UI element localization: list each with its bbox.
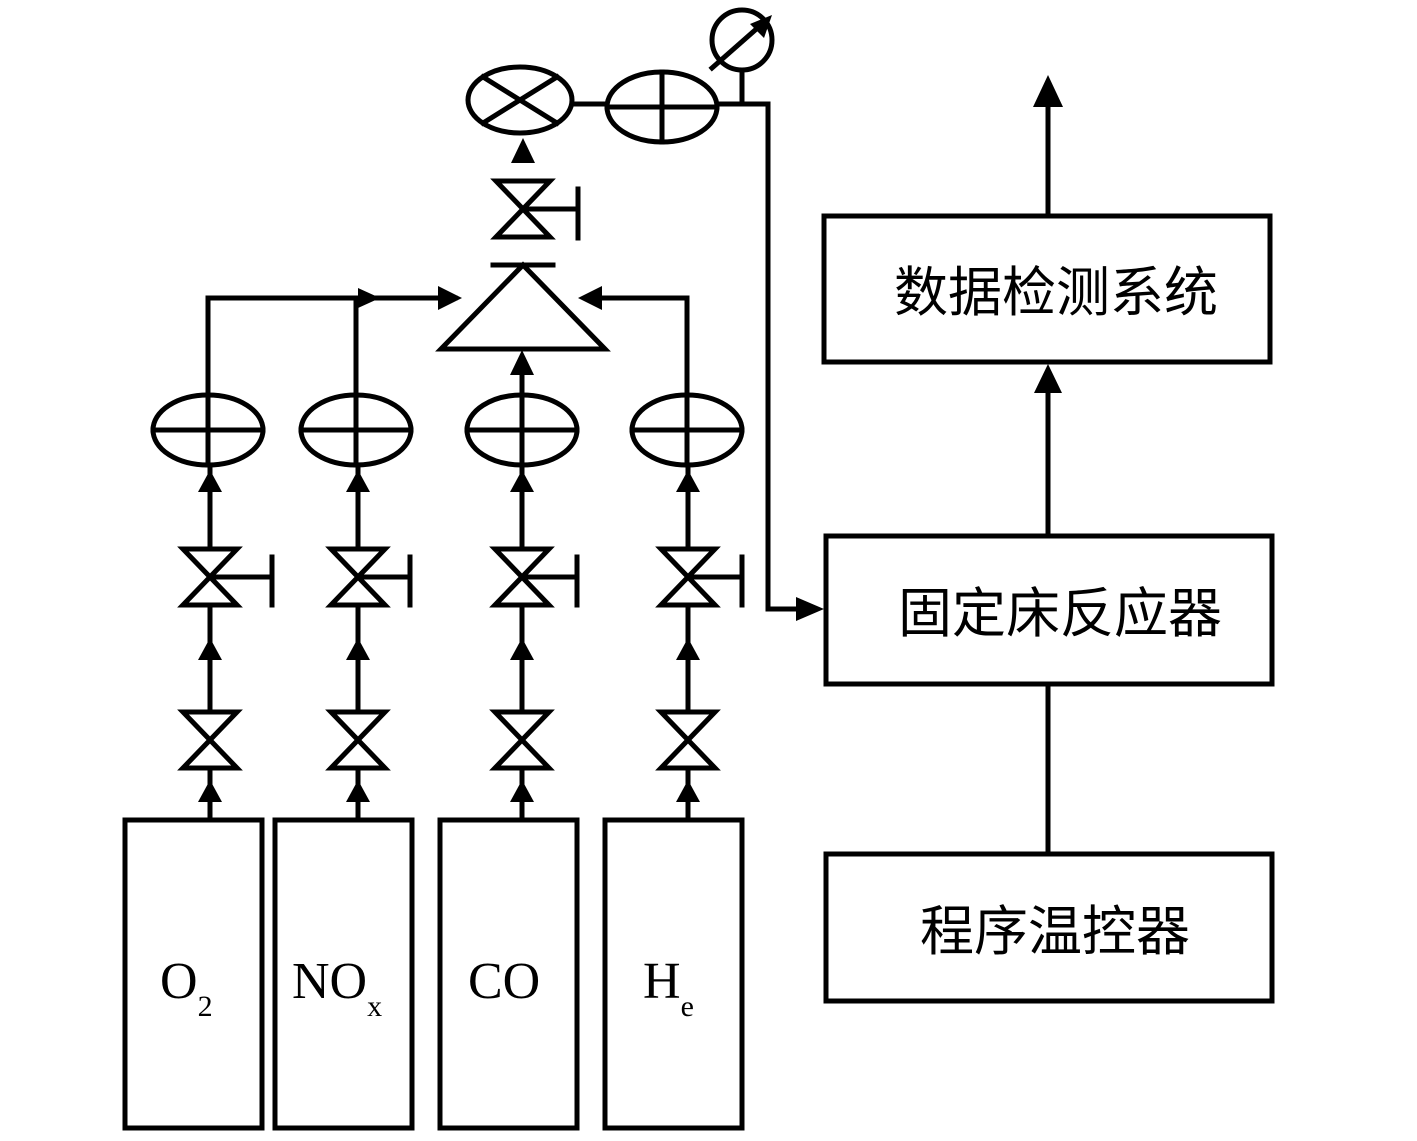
valve-icon — [495, 712, 549, 768]
flowmeter-icon — [632, 395, 742, 465]
detection-system-block: 数据检测系统 — [821, 213, 1273, 365]
flowmeters — [153, 395, 742, 465]
reactor-label: 固定床反应器 — [898, 582, 1222, 645]
mixer-outlet-valve — [496, 138, 581, 241]
valve-icon — [331, 712, 385, 768]
cylinder-co: CO — [437, 817, 580, 1131]
valve-icon — [183, 712, 237, 768]
flowmeter-icon — [301, 395, 411, 465]
cylinder-o2-label: O2 — [160, 953, 213, 1023]
cylinder-he-label: He — [643, 953, 694, 1023]
controller-label: 程序温控器 — [920, 900, 1190, 963]
needle-valves — [183, 549, 745, 608]
gas-lines — [207, 462, 691, 823]
flowmeter-icon — [607, 72, 717, 142]
cylinder-o2: O2 — [122, 817, 265, 1131]
lower-valves — [183, 712, 715, 768]
gas-mixer — [435, 261, 611, 352]
mixer-feed-arrows — [358, 286, 602, 375]
controller-block: 程序温控器 — [823, 851, 1275, 1004]
valve-icon — [661, 712, 715, 768]
right-connectors — [1033, 75, 1063, 857]
detection-system-label: 数据检测系统 — [894, 261, 1218, 324]
cylinder-he: He — [602, 817, 745, 1131]
flowmeter-icon — [467, 395, 577, 465]
mixer-feed-lines — [205, 295, 690, 398]
top-line — [465, 7, 824, 621]
cylinder-co-label: CO — [468, 953, 540, 1010]
cylinder-nox: NOx — [272, 817, 415, 1131]
flowmeter-icon — [153, 395, 263, 465]
flow-arrows — [198, 470, 700, 802]
cylinder-nox-label: NOx — [292, 953, 382, 1023]
reactor-block: 固定床反应器 — [823, 533, 1275, 687]
